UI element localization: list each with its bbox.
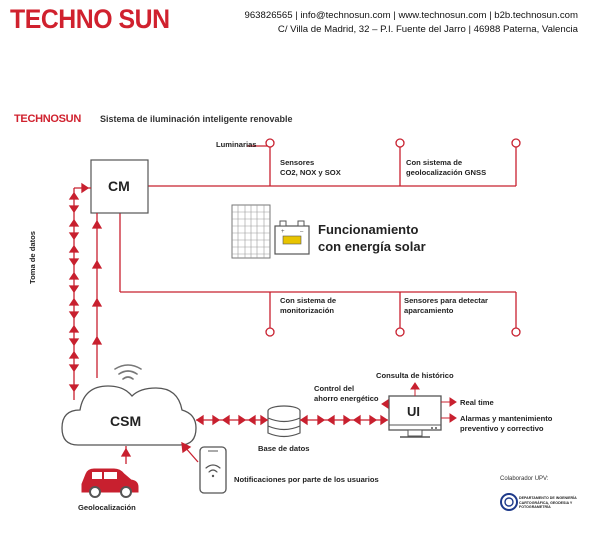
database-icon xyxy=(267,405,301,438)
upv-logo-icon xyxy=(500,493,518,511)
svg-text:+: + xyxy=(281,229,285,235)
csm-cloud xyxy=(61,385,197,446)
label-geoloc-gnss-2: geolocalización GNSS xyxy=(406,168,487,177)
car-icon xyxy=(81,468,139,498)
label-real-time: Real time xyxy=(460,398,494,407)
label-sensores-gas-1: Sensores xyxy=(280,158,315,167)
luminaria-node xyxy=(265,327,275,337)
label-monitorizacion-1: Con sistema de xyxy=(280,296,337,305)
luminaria-node xyxy=(395,327,405,337)
label-funcionamiento-2: con energía solar xyxy=(318,239,426,254)
lower-bus xyxy=(119,213,517,328)
luminaria-node xyxy=(395,138,405,148)
label-geolocalizacion: Geolocalización xyxy=(78,503,136,512)
data-collection-line xyxy=(68,182,91,400)
csm-label: CSM xyxy=(110,413,142,429)
luminaria-node xyxy=(265,138,275,148)
smartphone-icon xyxy=(199,446,227,494)
address: C/ Villa de Madrid, 32 – P.I. Fuente del… xyxy=(277,24,578,35)
label-alarmas-2: preventivo y correctivo xyxy=(460,424,544,433)
csm-to-cm-line xyxy=(91,213,103,378)
label-notificaciones: Notificaciones por parte de los usuarios xyxy=(234,475,379,484)
phone-to-csm-link xyxy=(181,441,199,463)
svg-text:–: – xyxy=(300,229,304,235)
technosun-logo: TECHNO SUN xyxy=(10,4,170,34)
luminaria-node xyxy=(511,138,521,148)
label-control-1: Control del xyxy=(314,384,355,393)
csm-db-ui-link xyxy=(195,414,389,426)
ui-label: UI xyxy=(407,404,420,419)
label-geoloc-gnss-1: Con sistema de xyxy=(406,158,463,167)
label-toma-datos: Toma de datos xyxy=(28,230,37,284)
label-funcionamiento-1: Funcionamiento xyxy=(318,222,419,237)
car-to-csm-link xyxy=(120,446,132,464)
wifi-icon xyxy=(114,364,142,380)
upper-bus xyxy=(148,145,517,187)
label-alarmas-1: Alarmas y mantenimiento xyxy=(460,414,553,423)
label-consulta-historico: Consulta de histórico xyxy=(376,371,454,380)
contact-info: 963826565 | info@technosun.com | www.tec… xyxy=(244,10,578,21)
label-departamento: DEPARTAMENTO DE INGENIERÍA CARTOGRÁFICA,… xyxy=(519,496,577,509)
diagram-title: Sistema de iluminación inteligente renov… xyxy=(100,114,293,124)
label-aparcamiento-1: Sensores para detectar xyxy=(404,296,488,305)
diagram-brand-logo: TECHNOSUN xyxy=(14,113,81,125)
battery-icon: + – xyxy=(274,220,310,255)
solar-panel-icon xyxy=(231,204,271,259)
label-aparcamiento-2: aparcamiento xyxy=(404,306,454,315)
luminaria-node xyxy=(511,327,521,337)
label-colaborador: Colaborador UPV: xyxy=(500,476,549,482)
label-luminarias: Luminarias xyxy=(216,140,257,149)
cm-label: CM xyxy=(108,178,130,194)
label-sensores-gas-2: CO2, NOX y SOX xyxy=(280,168,341,177)
label-base-datos: Base de datos xyxy=(258,444,310,453)
ui-monitor-icon xyxy=(388,395,442,438)
label-control-2: ahorro energético xyxy=(314,394,379,403)
label-monitorizacion-2: monitorización xyxy=(280,306,335,315)
cm-box xyxy=(90,159,149,214)
